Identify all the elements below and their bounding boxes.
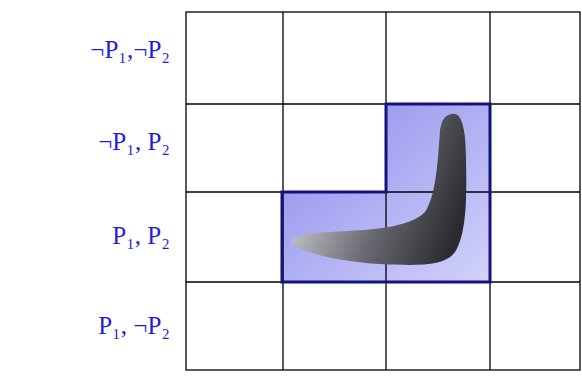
boomerang-shape <box>291 114 466 265</box>
row-label: ¬P₁,¬P₂ <box>90 36 170 64</box>
region-fill <box>282 104 490 282</box>
row-label: P₁, P₂ <box>112 222 170 250</box>
region-outline <box>282 104 490 282</box>
row-label: ¬P₁, P₂ <box>98 128 170 156</box>
grid-lines <box>186 12 580 370</box>
row-label: P₁, ¬P₂ <box>98 312 170 340</box>
